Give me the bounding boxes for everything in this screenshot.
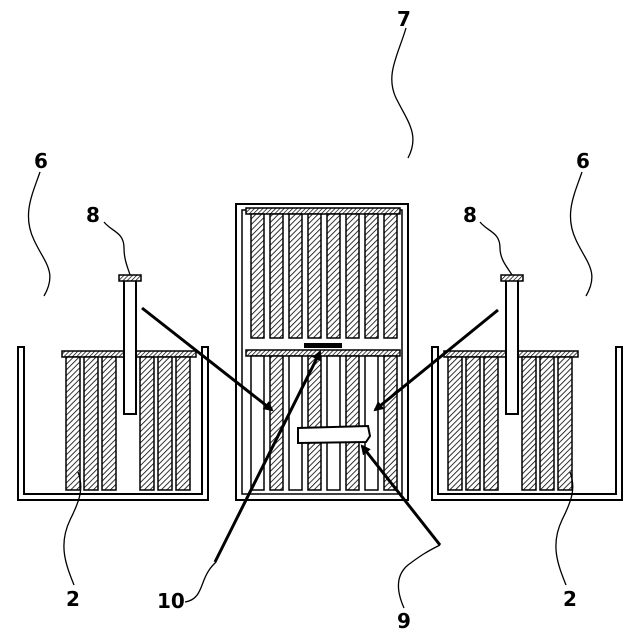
left-vessel [18,275,208,500]
left-tube [124,280,136,414]
label-plate-left: 2 [66,587,80,611]
left-tube-cap [119,275,141,281]
label-tube-right: 8 [463,203,477,227]
connector-bar [304,343,342,348]
label-plate-right: 2 [563,587,577,611]
label-block: 9 [397,609,411,633]
right-vessel [432,275,622,500]
block-element [298,426,370,443]
label-stack-center: 7 [397,7,411,31]
center-stack [236,204,408,500]
label-vessel-left: 6 [34,149,48,173]
label-connector: 10 [157,589,185,613]
upper-plate-cap [246,208,400,214]
label-vessel-right: 6 [576,149,590,173]
label-tube-left: 8 [86,203,100,227]
right-tube [506,280,518,414]
right-tube-cap [501,275,523,281]
lower-plate-cap [246,350,400,356]
